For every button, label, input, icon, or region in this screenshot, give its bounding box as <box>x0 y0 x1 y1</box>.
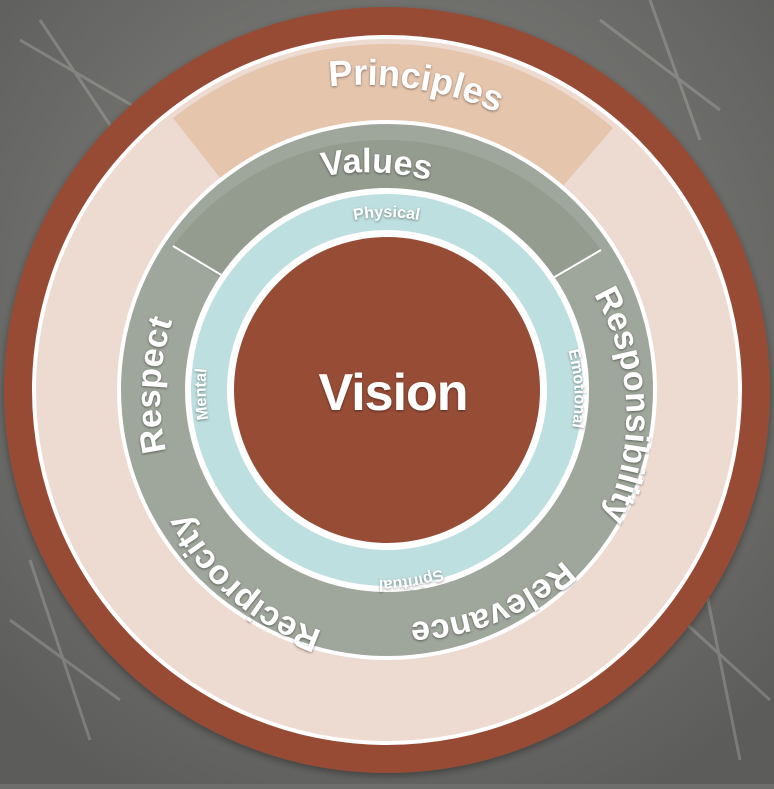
vision-label: Vision <box>318 364 467 422</box>
values-divider-left <box>172 245 224 277</box>
vision-circle <box>234 237 540 543</box>
aspect-physical-label: Physical <box>352 204 421 224</box>
aspect-mental-label: Mental <box>193 368 213 422</box>
background-foliage <box>9 0 772 761</box>
values-divider-right <box>552 249 602 279</box>
